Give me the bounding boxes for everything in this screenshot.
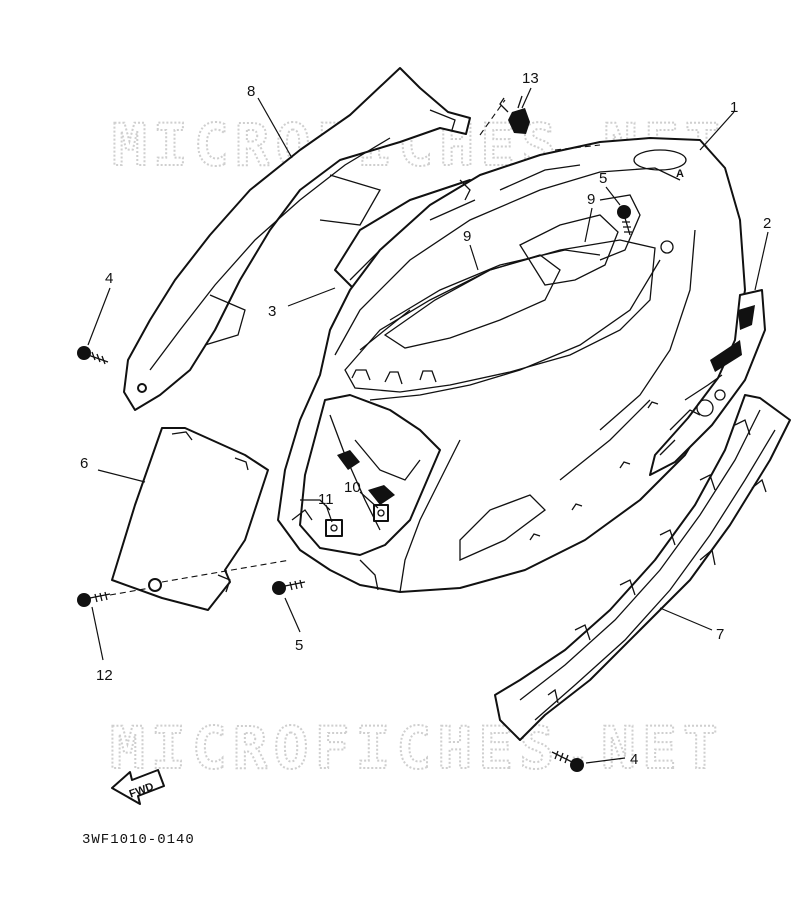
callout-2: 2 xyxy=(763,215,771,232)
leader-5a xyxy=(605,186,621,206)
part-10-bracket xyxy=(373,504,389,522)
fastener-5-screw-bottom xyxy=(272,579,306,595)
callout-4-bottom: 4 xyxy=(630,751,638,768)
callout-3: 3 xyxy=(268,303,276,320)
leader-8 xyxy=(257,97,293,159)
part-9-mats xyxy=(383,214,619,349)
diagram-code: 3WF1010-0140 xyxy=(82,832,195,848)
leader-13 xyxy=(521,87,532,109)
assembly-line-screw-12 xyxy=(109,587,151,596)
fwd-arrow-icon: FWD xyxy=(111,769,165,805)
part-1-body-cover: A xyxy=(277,137,746,593)
part-8-side-rail xyxy=(123,67,471,411)
assembly-line-lid xyxy=(161,559,291,583)
leader-11 xyxy=(325,504,333,523)
leader-7 xyxy=(659,607,713,631)
watermark-bottom: MICROFICHES.NET xyxy=(110,714,724,782)
callout-9-left: 9 xyxy=(463,228,471,245)
part-1-dark-detail-a xyxy=(337,450,360,470)
callout-5-bottom: 5 xyxy=(295,637,303,654)
leader-10 xyxy=(359,491,379,509)
callout-9-right: 9 xyxy=(587,191,595,208)
callout-4-left: 4 xyxy=(105,270,113,287)
callout-8: 8 xyxy=(247,83,255,100)
leader-5b xyxy=(284,597,301,633)
part-7-lower-side-rail xyxy=(494,394,791,741)
fastener-4-screw-left xyxy=(77,346,109,365)
part-2-side-emblem-panel xyxy=(649,289,766,476)
leader-12 xyxy=(91,606,104,661)
fastener-13-clip xyxy=(499,95,530,134)
callout-13: 13 xyxy=(522,70,539,87)
fastener-5-screw-top xyxy=(617,205,632,236)
leader-9a xyxy=(469,244,479,271)
leader-4a xyxy=(87,287,111,346)
part-1-dark-detail-b xyxy=(368,485,395,505)
callout-1: 1 xyxy=(730,99,738,116)
leader-9b xyxy=(584,207,593,243)
svg-text:A: A xyxy=(676,168,684,180)
leader-1 xyxy=(699,111,735,151)
callout-11: 11 xyxy=(318,491,334,508)
assembly-line-clip-13 xyxy=(479,99,506,136)
fastener-12-screw xyxy=(77,591,111,607)
leader-6 xyxy=(97,469,146,483)
callout-10: 10 xyxy=(344,479,361,496)
leader-4b xyxy=(585,757,626,764)
fastener-4-screw-bottom xyxy=(551,750,584,772)
assembly-line-top xyxy=(554,144,601,151)
leader-2 xyxy=(754,231,769,291)
callout-7: 7 xyxy=(716,626,724,643)
callout-12: 12 xyxy=(96,667,113,684)
callout-5-top: 5 xyxy=(599,170,607,187)
leader-3 xyxy=(287,287,336,307)
callout-6: 6 xyxy=(80,455,88,472)
part-11-bracket xyxy=(325,519,343,537)
part-6-access-lid xyxy=(111,427,269,611)
